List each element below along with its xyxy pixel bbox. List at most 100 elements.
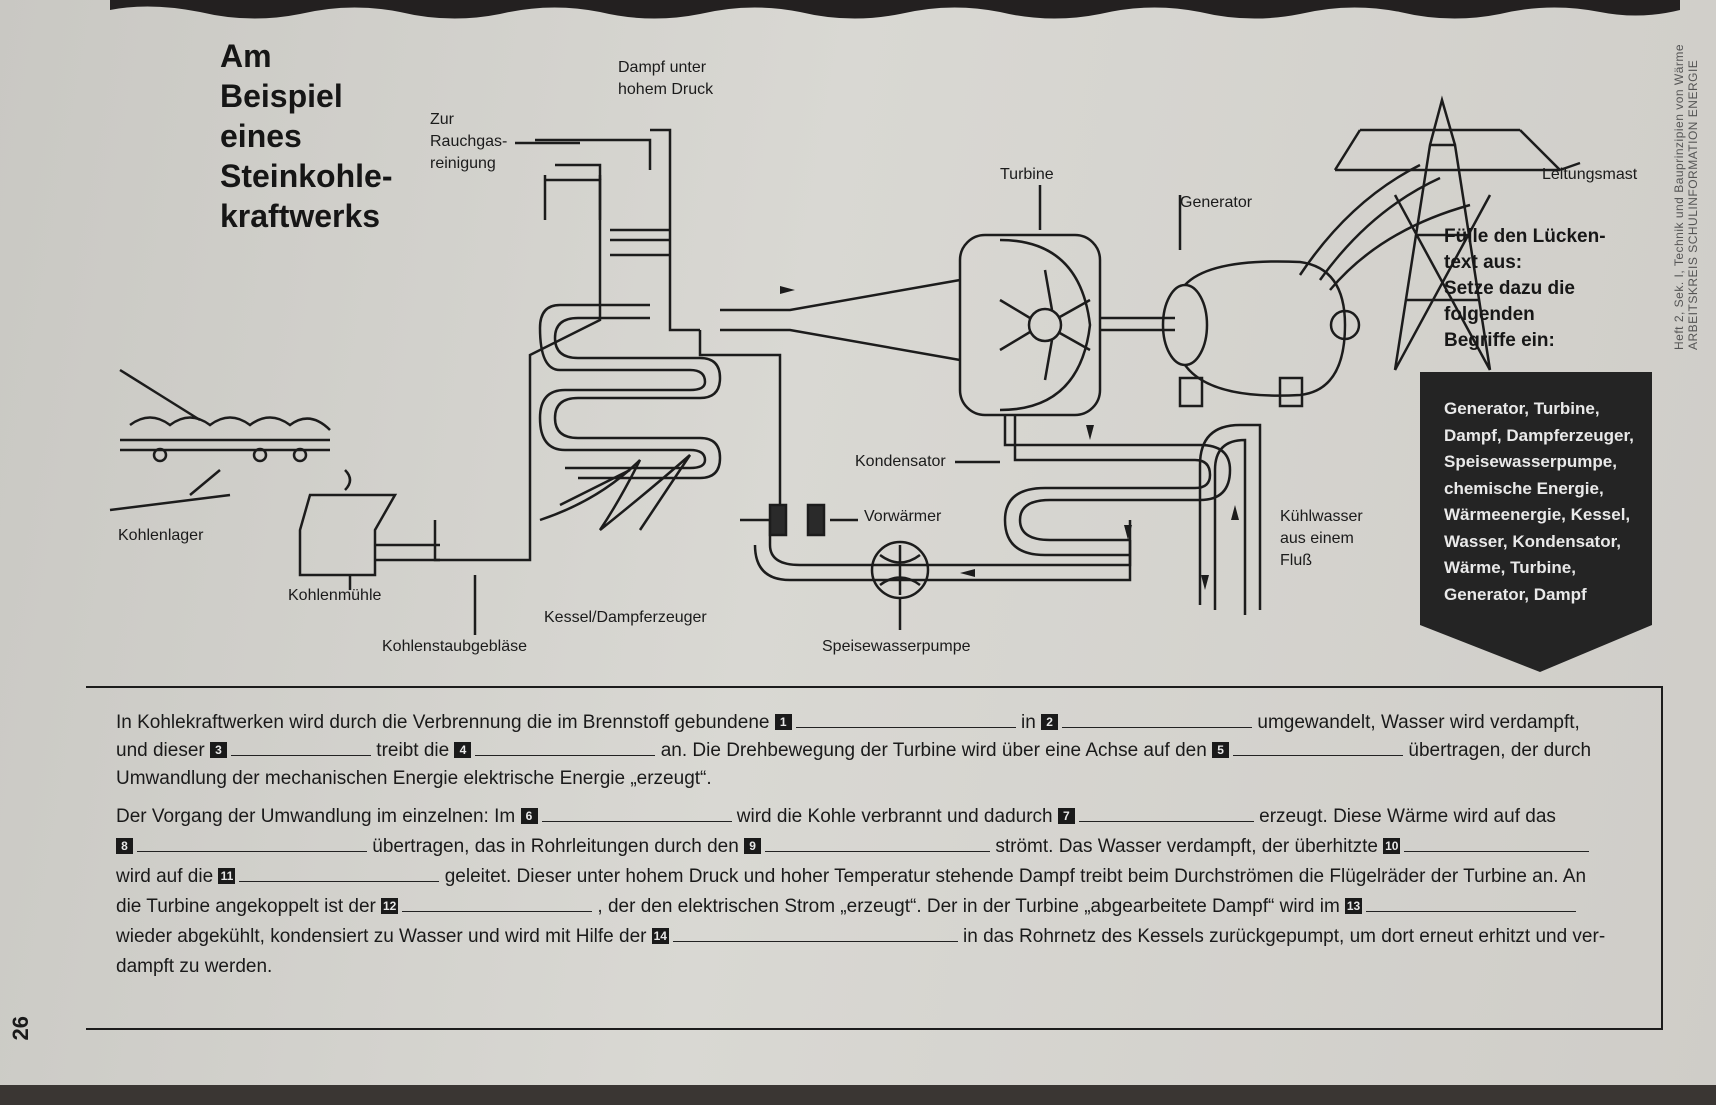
page-number: 26 — [8, 1016, 33, 1041]
cloze-text-box: In Kohlekraftwerken wird durch die Verbr… — [86, 686, 1663, 1030]
condenser-outline — [1003, 415, 1232, 542]
title-line: eines — [220, 118, 302, 154]
top-decor-band — [110, 0, 1680, 19]
blank-number: 5 — [1212, 742, 1230, 758]
blank-11[interactable] — [239, 867, 440, 882]
blank-number: 13 — [1345, 898, 1363, 914]
title-line: Steinkohle- — [220, 158, 393, 194]
term-line: Dampf, Dampferzeuger, — [1444, 425, 1634, 445]
text-segment: strömt. Das Wasser verdampft, der überhi… — [995, 836, 1378, 857]
blank-number: 8 — [116, 838, 133, 854]
task-line: Setze dazu die — [1444, 278, 1575, 299]
cloze-line-5: 8 übertragen, das in Rohrleitungen durch… — [116, 836, 1641, 858]
label-reinigung: reinigung — [430, 155, 496, 172]
term-line: Wasser, Kondensator, — [1444, 531, 1621, 551]
label-kohlenmuehle: Kohlenmühle — [288, 587, 382, 604]
blank-1[interactable] — [795, 713, 1016, 728]
label-speisewasserpumpe: Speisewasserpumpe — [822, 638, 971, 655]
blank-3[interactable] — [231, 741, 372, 756]
turbine-rotor — [1027, 307, 1063, 343]
label-vorwaermer: Vorwärmer — [864, 508, 942, 525]
text-segment: Der Vorgang der Umwandlung im einzelnen:… — [116, 806, 516, 827]
label-generator: Generator — [1180, 194, 1253, 211]
label-kessel: Kessel/Dampferzeuger — [544, 609, 707, 626]
text-segment: wieder abgekühlt, kondensiert zu Wasser … — [116, 926, 647, 947]
term-line: Speisewasserpumpe, — [1444, 452, 1617, 471]
blank-number: 14 — [651, 928, 669, 944]
cloze-line-4: Der Vorgang der Umwandlung im einzelnen:… — [116, 806, 1641, 828]
text-segment: in — [1021, 712, 1036, 733]
terms-panel — [1420, 372, 1652, 672]
cloze-line-2: und dieser 3 treibt die 4 an. Die Drehbe… — [116, 740, 1641, 762]
text-segment: In Kohlekraftwerken wird durch die Verbr… — [116, 712, 770, 733]
label-kohlenlager: Kohlenlager — [118, 527, 204, 544]
text-segment: Umwandlung der mechanischen Energie elek… — [116, 768, 712, 789]
blank-number: 3 — [210, 742, 228, 758]
task-line: Fülle den Lücken- — [1444, 226, 1606, 247]
blank-number: 1 — [774, 714, 792, 730]
blank-9[interactable] — [765, 837, 991, 852]
text-segment: wird die Kohle verbrannt und dadurch — [736, 806, 1053, 827]
flame — [539, 454, 692, 531]
text-segment: an. Die Drehbewegung der Turbine wird üb… — [660, 740, 1207, 761]
cloze-line-8: wieder abgekühlt, kondensiert zu Wasser … — [116, 926, 1641, 948]
label-fluss: Fluß — [1280, 552, 1312, 569]
boiler-outline — [433, 210, 602, 562]
text-segment: dampft zu werden. — [116, 956, 273, 977]
text-segment: treibt die — [376, 740, 450, 761]
blank-number: 12 — [381, 898, 399, 914]
blank-13[interactable] — [1366, 897, 1577, 912]
blank-2[interactable] — [1062, 713, 1253, 728]
cloze-line-3: Umwandlung der mechanischen Energie elek… — [116, 768, 1641, 790]
text-segment: übertragen, das in Rohrleitungen durch d… — [372, 836, 739, 857]
page-title: Am Beispiel eines Steinkohle- kraftwerks — [220, 36, 392, 236]
boiler-coil — [553, 316, 722, 480]
label-kuehlwasser: Kühlwasser — [1280, 508, 1363, 525]
text-segment: übertragen, der durch — [1408, 740, 1592, 761]
blank-number: 7 — [1057, 808, 1075, 824]
preheater-block — [768, 503, 788, 537]
blank-8[interactable] — [137, 837, 367, 852]
blank-number: 11 — [218, 868, 236, 884]
bottom-edge — [0, 1085, 1716, 1105]
turbine-housing — [958, 233, 1102, 417]
blank-7[interactable] — [1078, 807, 1254, 822]
label-aus-einem: aus einem — [1280, 530, 1354, 547]
term-line: Wärmeenergie, Kessel, — [1444, 505, 1631, 524]
task-line: folgenden — [1444, 304, 1535, 325]
blank-4[interactable] — [475, 741, 656, 756]
text-segment: wird auf die — [116, 866, 214, 887]
terms-list: Generator, Turbine, Dampf, Dampferzeuger… — [1444, 396, 1634, 608]
generator-body — [1183, 260, 1347, 397]
text-segment: umgewandelt, Wasser wird verdampft, — [1257, 712, 1580, 733]
term-line: Generator, Turbine, — [1444, 399, 1600, 418]
task-instructions: Fülle den Lücken- text aus: Setze dazu d… — [1444, 224, 1606, 354]
blank-6[interactable] — [541, 807, 732, 822]
power-plant-diagram — [109, 95, 1652, 672]
cloze-line-9: dampft zu werden. — [116, 956, 1641, 978]
blank-number: 4 — [454, 742, 472, 758]
title-line: Am — [220, 38, 272, 74]
text-segment: erzeugt. Diese Wärme wird auf das — [1259, 806, 1556, 827]
label-kondensator: Kondensator — [855, 453, 946, 470]
label-rauchgas: Rauchgas- — [430, 133, 508, 150]
text-segment: geleitet. Dieser unter hohem Druck und h… — [444, 866, 1587, 887]
blank-5[interactable] — [1233, 741, 1404, 756]
power-pylon — [1333, 95, 1561, 371]
text-segment: in das Rohrnetz des Kessels zurückgepump… — [963, 926, 1606, 947]
cloze-line-1: In Kohlekraftwerken wird durch die Verbr… — [116, 712, 1641, 734]
text-segment: und dieser — [116, 740, 205, 761]
blank-10[interactable] — [1404, 837, 1590, 852]
task-line: Begriffe ein: — [1444, 330, 1555, 351]
cloze-line-6: wird auf die 11 geleitet. Dieser unter h… — [116, 866, 1641, 888]
label-kohlenstaubgeblaese: Kohlenstaubgebläse — [382, 638, 528, 655]
blank-14[interactable] — [672, 927, 958, 942]
label-dampf: Dampf unter — [618, 59, 707, 76]
coal-mill — [298, 493, 398, 577]
title-line: Beispiel — [220, 78, 343, 114]
blank-number: 9 — [744, 838, 762, 854]
blank-12[interactable] — [402, 897, 593, 912]
title-line: kraftwerks — [220, 198, 381, 234]
label-dampf-2: hohem Druck — [618, 81, 714, 98]
